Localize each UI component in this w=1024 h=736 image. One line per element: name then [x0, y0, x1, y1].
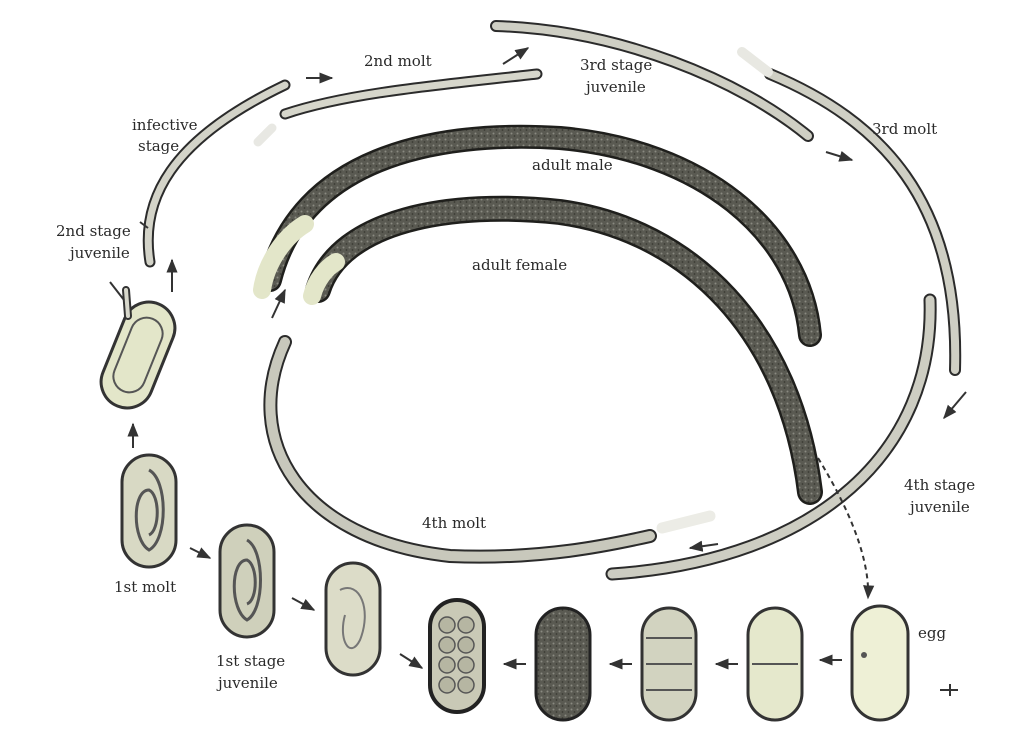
label-second-stage-line2: juvenile [68, 244, 130, 262]
label-third-stage-line1: 3rd stage [580, 56, 652, 74]
infective-stage-worm [148, 85, 285, 262]
label-second-molt: 2nd molt [364, 52, 432, 70]
first-stage-juvenile-egg [220, 525, 274, 637]
egg-stage-single-cell [852, 606, 908, 720]
third-stage-juvenile-worm [496, 26, 808, 136]
fourth-molt-worm [270, 342, 710, 557]
first-molt-egg [122, 455, 176, 567]
label-adult-male: adult male [532, 156, 613, 174]
second-molt-worm [285, 74, 537, 114]
label-first-stage-line1: 1st stage [216, 652, 285, 670]
label-fourth-stage-line1: 4th stage [904, 476, 975, 494]
label-first-molt: 1st molt [114, 578, 176, 596]
egg-stage-two-cell [748, 608, 802, 720]
label-fourth-molt: 4th molt [422, 514, 486, 532]
label-fourth-stage-line2: juvenile [908, 498, 970, 516]
adult-female-worm [312, 209, 810, 492]
label-adult-female: adult female [472, 256, 567, 274]
label-second-stage-line1: 2nd stage [56, 222, 131, 240]
third-molt-worm [742, 52, 955, 370]
egg-stage-blastula [536, 608, 590, 720]
label-infective-line1: infective [132, 116, 198, 134]
egg-stage-four-cell [642, 608, 696, 720]
hatching-egg [93, 290, 182, 416]
label-infective-line2: stage [138, 137, 179, 155]
egg-stage-morula [430, 600, 484, 712]
label-third-stage-line2: juvenile [584, 78, 646, 96]
label-first-stage-line2: juvenile [216, 674, 278, 692]
egg-stage-tadpole [326, 563, 380, 675]
label-egg: egg [918, 624, 946, 642]
label-third-molt: 3rd molt [872, 120, 937, 138]
